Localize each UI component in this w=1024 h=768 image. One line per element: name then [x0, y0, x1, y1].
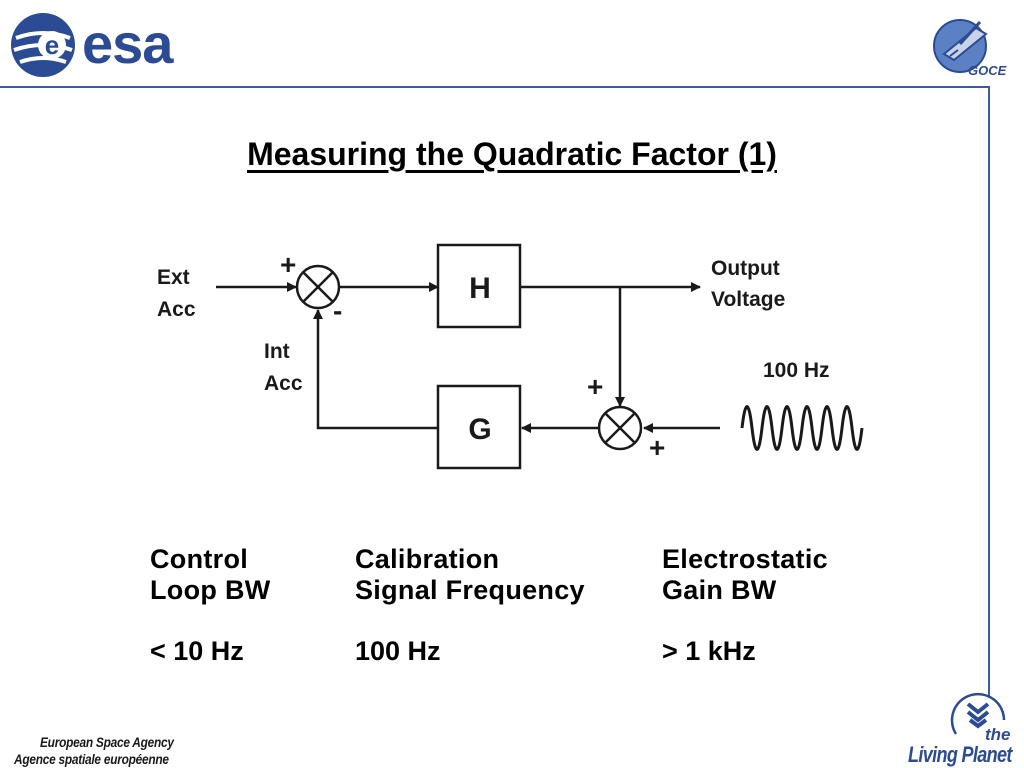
footer-agency-french: Agence spatiale européenne — [14, 751, 169, 767]
living-planet-the: the — [985, 725, 1011, 744]
column-header-line1: Calibration — [355, 544, 500, 574]
column-control-loop: Control Loop BW — [150, 544, 271, 606]
column-header-line1: Electrostatic — [662, 544, 828, 574]
signal-frequency-label: 100 Hz — [763, 359, 830, 382]
block-h-label: H — [469, 272, 491, 305]
footer-agency-english: European Space Agency — [40, 734, 174, 750]
column-header-line2: Gain BW — [662, 575, 777, 605]
feedback-arrow — [313, 309, 438, 430]
sum-junction-1 — [295, 264, 341, 310]
header-divider — [0, 86, 990, 88]
esa-globe-icon: e — [11, 13, 75, 77]
block-h — [436, 243, 522, 329]
svg-text:e: e — [45, 30, 59, 60]
output-label-line1: Output — [711, 257, 780, 280]
column-header-line2: Signal Frequency — [355, 575, 585, 605]
sum-junction-2 — [597, 405, 643, 451]
slide-title: Measuring the Quadratic Factor (1) — [0, 136, 1024, 173]
block-g — [436, 384, 522, 470]
slide-title-text: Measuring the Quadratic Factor (1) — [247, 136, 777, 172]
column-electrostatic-gain: Electrostatic Gain BW — [662, 544, 828, 606]
column-header-line2: Loop BW — [150, 575, 271, 605]
sum1-plus-sign: + — [280, 249, 296, 280]
sum2-plus-top-sign: + — [587, 371, 603, 402]
value-electrostatic-gain: > 1 kHz — [662, 636, 756, 666]
value-control-loop: < 10 Hz — [150, 636, 244, 666]
living-planet-wordmark: Living Planet — [908, 742, 1012, 767]
goce-wordmark: GOCE — [968, 63, 1007, 78]
goce-satellite-icon — [933, 19, 988, 73]
block-g-label: G — [468, 413, 491, 446]
feedback-label-line2: Acc — [264, 372, 303, 395]
value-calibration-signal: 100 Hz — [355, 636, 441, 666]
sum2-plus-right-sign: + — [649, 432, 665, 463]
output-label-line2: Voltage — [711, 288, 785, 311]
living-planet-icon — [950, 692, 1006, 735]
input-label-line2: Acc — [157, 298, 196, 321]
feedback-label-line1: Int — [264, 340, 290, 363]
input-label-line1: Ext — [157, 266, 190, 289]
column-header-line1: Control — [150, 544, 249, 574]
esa-wordmark: esa — [82, 12, 173, 75]
column-calibration-signal: Calibration Signal Frequency — [355, 544, 585, 606]
sum1-minus-sign: - — [333, 295, 342, 326]
right-border — [988, 86, 990, 698]
sine-wave-icon — [740, 405, 864, 451]
